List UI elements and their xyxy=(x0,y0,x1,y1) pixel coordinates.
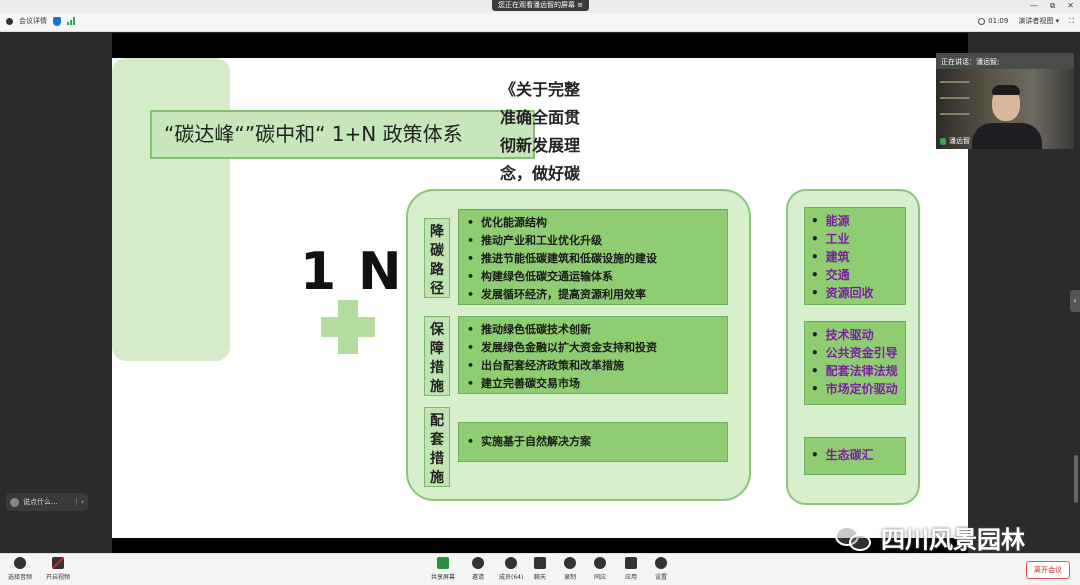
group-label: 配套措施 xyxy=(424,407,450,487)
group-items: 实施基于自然解决方案 xyxy=(458,422,728,462)
security-shield-icon[interactable] xyxy=(53,16,61,26)
policy-document-box: 《关于完整 准确全面贯 彻新发展理 念，做好碳 达峰碳中和 工作的实施 意见》 … xyxy=(112,58,592,361)
side-panel-toggle[interactable]: ‹ xyxy=(1070,290,1080,312)
settings-button[interactable]: 设置 xyxy=(655,557,667,581)
speaker-hair xyxy=(992,85,1020,95)
speaker-video-tile[interactable]: 正在讲话：潘远智; 潘远智 xyxy=(936,53,1074,149)
n-label: N xyxy=(358,242,402,302)
list-item: 工业 xyxy=(811,230,905,248)
camera-off-icon xyxy=(52,557,64,569)
audio-button[interactable]: 选择音频 xyxy=(8,557,32,581)
share-screen-icon xyxy=(437,557,449,569)
reactions-button[interactable]: 同应 xyxy=(594,557,606,581)
collapse-chat-button[interactable]: ‹ xyxy=(76,498,88,506)
speaker-name-tag: 潘远智 xyxy=(940,136,970,146)
apps-grid-icon xyxy=(625,557,637,569)
group-items: 推动绿色低碳技术创新 发展绿色金融以扩大资金支持和投资 出台配套经济政策和改革措… xyxy=(458,316,728,394)
watermark: 四川风景园林 xyxy=(835,520,1025,555)
list-item: 发展绿色金融以扩大资金支持和投资 xyxy=(467,339,727,357)
list-item: 构建绿色低碳交通运输体系 xyxy=(467,268,727,286)
chat-placeholder[interactable]: 说点什么... xyxy=(23,498,58,506)
wechat-icon xyxy=(835,524,875,552)
mic-icon xyxy=(940,137,946,145)
chat-icon xyxy=(534,557,546,569)
list-item: 发展循环经济，提高资源利用效率 xyxy=(467,286,727,304)
meeting-info-bar: 会议详情 01:09 演讲者视图 ▾ ⛶ xyxy=(0,13,1080,32)
list-item: 推动绿色低碳技术创新 xyxy=(467,321,727,339)
list-item: 出台配套经济政策和改革措施 xyxy=(467,357,727,375)
sector-group: 生态碳汇 xyxy=(804,437,906,475)
meeting-timer: 01:09 xyxy=(978,17,1008,25)
group-items: 优化能源结构 推动产业和工业优化升级 推进节能低碳建筑和低碳设施的建设 构建绿色… xyxy=(458,209,728,305)
apps-button[interactable]: 应用 xyxy=(625,557,637,581)
chat-button[interactable]: 聊天 xyxy=(534,557,546,581)
list-item: 推动产业和工业优化升级 xyxy=(467,232,727,250)
share-screen-button[interactable]: 共享屏幕 xyxy=(431,557,455,581)
close-button[interactable]: ✕ xyxy=(1067,1,1074,10)
headphones-icon xyxy=(14,557,26,569)
meeting-toolbar: 选择音频 开启视频 共享屏幕 邀请 成员(64) 聊天 录制 同应 应用 设置 … xyxy=(0,553,1080,585)
fullscreen-icon[interactable]: ⛶ xyxy=(1069,16,1074,25)
list-item: 公共资金引导 xyxy=(811,344,905,362)
chevron-down-icon: ▾ xyxy=(1055,17,1060,25)
share-menu-icon[interactable]: ≡ xyxy=(577,1,584,9)
presentation-slide: “碳达峰“”碳中和“ 1+N 政策体系 《关于完整 准确全面贯 彻新发展理 念，… xyxy=(112,58,968,538)
list-item: 建立完善碳交易市场 xyxy=(467,375,727,393)
slide-title: “碳达峰“”碳中和“ 1+N 政策体系 xyxy=(150,110,535,159)
speaking-indicator: 正在讲话：潘远智; xyxy=(941,58,1000,66)
reactions-icon xyxy=(594,557,606,569)
list-item: 配套法律法规 xyxy=(811,362,905,380)
group-label: 保障措施 xyxy=(424,316,450,396)
screen-share-notice: 您正在观看潘远智的屏幕 ≡ xyxy=(492,0,590,11)
list-item: 实施基于自然解决方案 xyxy=(467,433,727,451)
chat-input-bar[interactable]: 说点什么... ‹ xyxy=(6,493,88,511)
info-icon xyxy=(6,17,13,25)
leave-meeting-button[interactable]: 离开会议 xyxy=(1026,561,1070,579)
window-title-bar: 您正在观看潘远智的屏幕 ≡ — ⧉ ✕ xyxy=(0,0,1080,13)
restore-button[interactable]: ⧉ xyxy=(1049,1,1056,10)
signal-strength-icon[interactable] xyxy=(67,17,75,25)
view-mode-select[interactable]: 演讲者视图 ▾ xyxy=(1018,17,1060,25)
minimize-button[interactable]: — xyxy=(1029,1,1038,10)
group-label: 降碳路径 xyxy=(424,218,450,298)
sectors-panel: 能源 工业 建筑 交通 资源回收 技术驱动 公共资金引导 配套法律法规 市场定价… xyxy=(786,189,920,505)
list-item: 能源 xyxy=(811,212,905,230)
meeting-info-link[interactable]: 会议详情 xyxy=(19,17,47,25)
list-item: 推进节能低碳建筑和低碳设施的建设 xyxy=(467,250,727,268)
clock-icon xyxy=(978,17,986,25)
scrollbar[interactable] xyxy=(1074,455,1078,503)
invite-icon xyxy=(472,557,484,569)
emoji-icon[interactable] xyxy=(10,497,19,507)
record-icon xyxy=(564,557,576,569)
members-icon xyxy=(505,557,518,569)
one-label: 1 xyxy=(300,242,337,302)
list-item: 交通 xyxy=(811,266,905,284)
sector-group: 能源 工业 建筑 交通 资源回收 xyxy=(804,207,906,305)
plus-icon-bar xyxy=(321,317,375,337)
list-item: 资源回收 xyxy=(811,284,905,302)
shared-screen-stage: “碳达峰“”碳中和“ 1+N 政策体系 《关于完整 准确全面贯 彻新发展理 念，… xyxy=(112,33,968,553)
members-button[interactable]: 成员(64) xyxy=(499,557,523,581)
video-button[interactable]: 开启视频 xyxy=(46,557,70,581)
gear-icon xyxy=(655,557,667,569)
list-item: 优化能源结构 xyxy=(467,214,727,232)
measures-panel: 降碳路径 优化能源结构 推动产业和工业优化升级 推进节能低碳建筑和低碳设施的建设… xyxy=(406,189,751,501)
speaker-body xyxy=(972,123,1042,149)
list-item: 生态碳汇 xyxy=(811,446,905,464)
sector-group: 技术驱动 公共资金引导 配套法律法规 市场定价驱动 xyxy=(804,321,906,405)
record-button[interactable]: 录制 xyxy=(564,557,576,581)
list-item: 市场定价驱动 xyxy=(811,380,905,398)
invite-button[interactable]: 邀请 xyxy=(472,557,484,581)
list-item: 建筑 xyxy=(811,248,905,266)
list-item: 技术驱动 xyxy=(811,326,905,344)
